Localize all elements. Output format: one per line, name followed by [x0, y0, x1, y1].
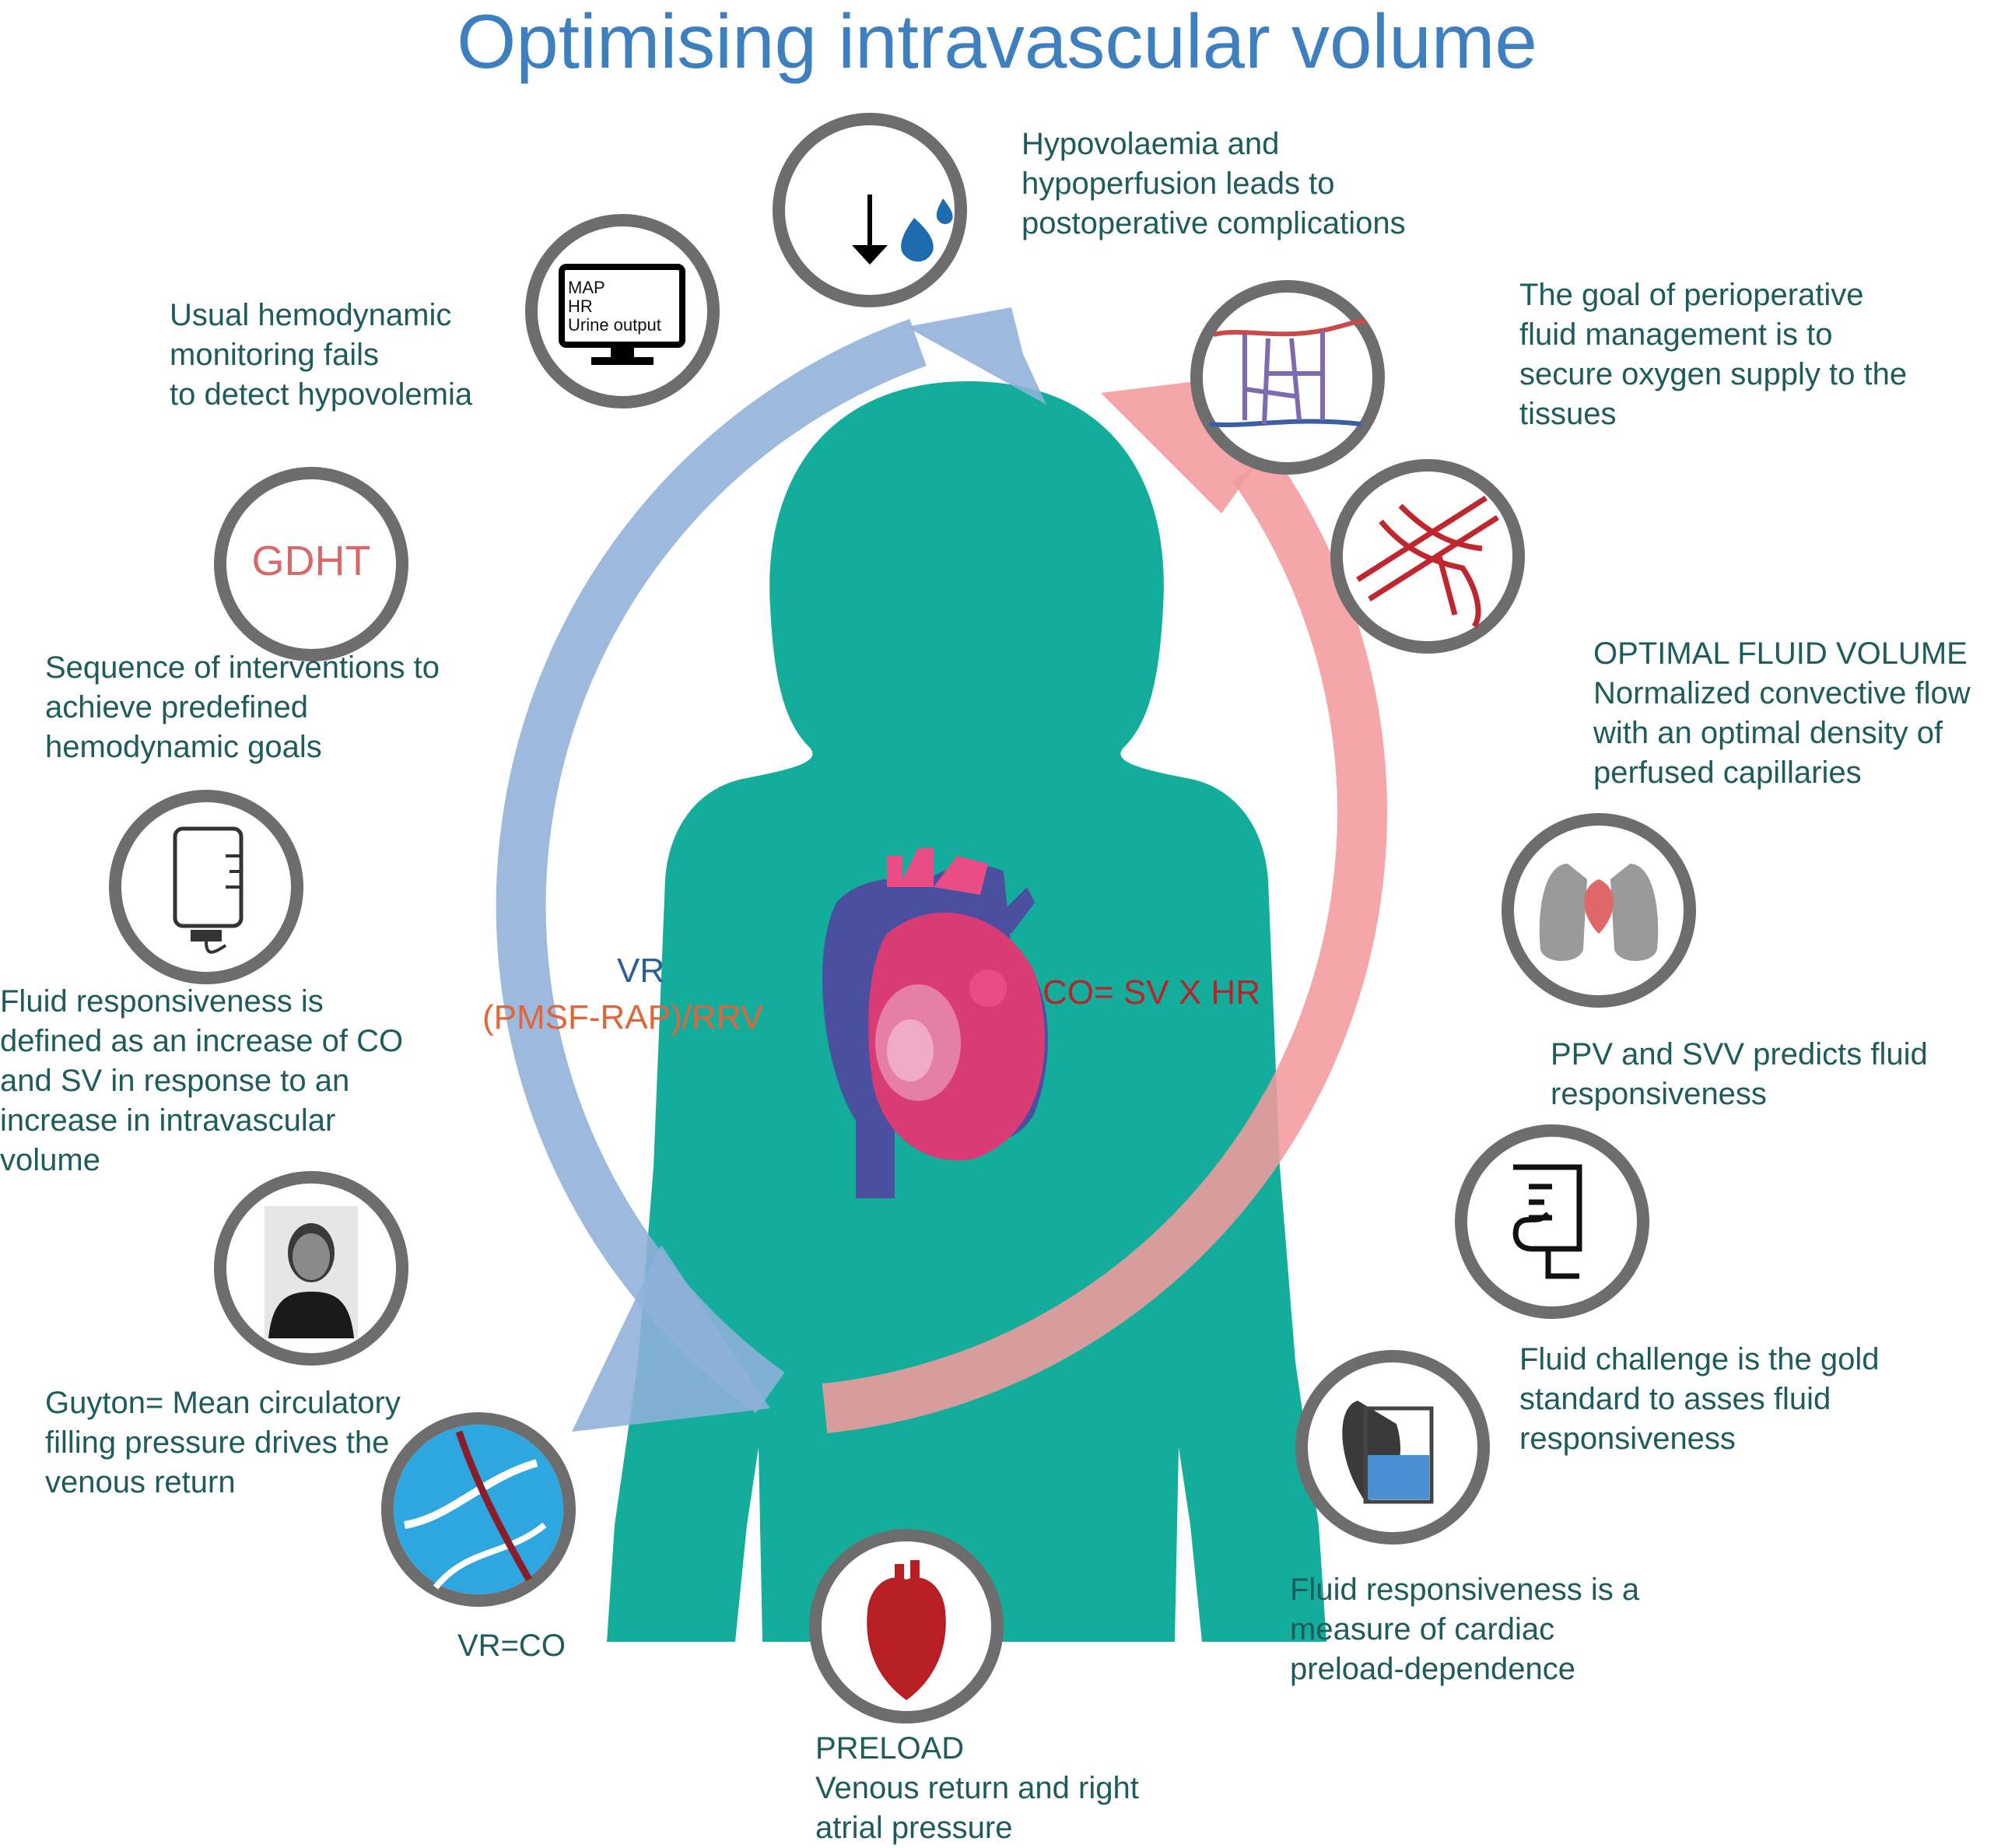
preload-label: PRELOAD Venous return and right atrial p…	[815, 1729, 1139, 1848]
label-line: hypoperfusion leads to	[1022, 167, 1335, 201]
label-line: measure of cardiac	[1290, 1612, 1555, 1646]
capillary-icon	[1356, 496, 1499, 628]
label-line: responsiveness	[1519, 1422, 1736, 1456]
label-line: monitoring fails	[170, 338, 380, 372]
label-line: standard to asses fluid	[1519, 1382, 1831, 1416]
vessel-network-icon	[1209, 318, 1368, 428]
label-line: postoperative complications	[1022, 206, 1406, 240]
monitor-icon	[559, 264, 685, 365]
label-line: with an optimal density of	[1593, 716, 1943, 750]
fluid-bag-icon	[1512, 1164, 1582, 1279]
label-line: venous return	[45, 1465, 236, 1499]
label-line: defined as an increase of CO	[0, 1024, 404, 1058]
label-line: PPV and SVV predicts fluid	[1551, 1037, 1928, 1071]
monitor-readouts: MAP HR Urine output	[568, 279, 661, 335]
vessels-icon	[394, 1425, 563, 1594]
monitor-map: MAP	[568, 278, 605, 297]
label-line: OPTIMAL FLUID VOLUME	[1593, 636, 1968, 671]
heart-illustration	[822, 848, 1048, 1198]
label-line: Fluid challenge is the gold	[1519, 1342, 1880, 1376]
label-line: Fluid responsiveness is a	[1290, 1573, 1640, 1607]
blue-cycle-arrow	[496, 307, 1046, 1432]
label-line: fluid management is to	[1519, 317, 1833, 352]
goal-label: The goal of perioperative fluid manageme…	[1519, 275, 1907, 434]
label-line: Venous return and right	[815, 1771, 1139, 1805]
vr-formula: (PMSF-RAP)/RRV	[482, 998, 763, 1036]
usual-monitoring-label: Usual hemodynamic monitoring fails to de…	[170, 296, 472, 415]
label-line: increase in intravascular	[0, 1103, 336, 1138]
label-line: atrial pressure	[815, 1811, 1013, 1845]
monitor-hr: HR	[568, 296, 593, 316]
optimal-fluid-label: OPTIMAL FLUID VOLUME Normalized convecti…	[1593, 634, 1971, 793]
label-line: tissues	[1519, 397, 1617, 431]
vr-co-label: VR=CO	[457, 1629, 566, 1663]
guyton-label: Guyton= Mean circulatory filling pressur…	[45, 1383, 401, 1503]
label-line: Usual hemodynamic	[170, 298, 452, 332]
label-line: volume	[0, 1143, 100, 1177]
label-line: Hypovolaemia and	[1022, 127, 1280, 161]
label-line: to detect hypovolemia	[170, 377, 473, 412]
label-line: PRELOAD	[815, 1731, 965, 1766]
hypovolaemia-label: Hypovolaemia and hypoperfusion leads to …	[1022, 124, 1406, 244]
label-line: Normalized convective flow	[1593, 676, 1971, 710]
label-line: Guyton= Mean circulatory	[45, 1386, 401, 1420]
fluid-responsiveness-definition-label: Fluid responsiveness is defined as an in…	[0, 982, 403, 1180]
lungs-heart-icon	[1539, 864, 1659, 961]
vr-label: VR	[617, 952, 665, 990]
label-line: responsiveness	[1551, 1077, 1767, 1111]
page-title: Optimising intravascular volume	[457, 0, 1537, 84]
label-line: preload-dependence	[1290, 1652, 1575, 1686]
label-line: hemodynamic goals	[45, 730, 322, 764]
gdht-icon: GDHT	[251, 538, 371, 584]
heart-beaker-icon	[1342, 1401, 1434, 1504]
label-line: The goal of perioperative	[1519, 278, 1864, 312]
label-line: secure oxygen supply to the	[1519, 357, 1908, 391]
label-line: Sequence of interventions to	[45, 650, 440, 685]
down-arrow-drops-icon	[852, 195, 953, 265]
heart-icon	[867, 1560, 946, 1700]
label-line: Fluid responsiveness is	[0, 984, 324, 1019]
label-line: perfused capillaries	[1593, 756, 1862, 790]
label-line: and SV in response to an	[0, 1064, 350, 1098]
label-line: filling pressure drives the	[45, 1425, 390, 1460]
co-formula: CO= SV X HR	[1043, 973, 1260, 1012]
preload-dependence-label: Fluid responsiveness is a measure of car…	[1290, 1570, 1639, 1689]
portrait-icon	[265, 1206, 358, 1338]
monitor-urine: Urine output	[568, 315, 661, 335]
label-line: achieve predefined	[45, 690, 309, 724]
gdht-definition-label: Sequence of interventions to achieve pre…	[45, 648, 440, 767]
fluid-challenge-label: Fluid challenge is the gold standard to …	[1519, 1340, 1880, 1459]
ppv-svv-label: PPV and SVV predicts fluid responsivenes…	[1551, 1035, 1928, 1114]
iv-bag-icon	[173, 826, 244, 954]
